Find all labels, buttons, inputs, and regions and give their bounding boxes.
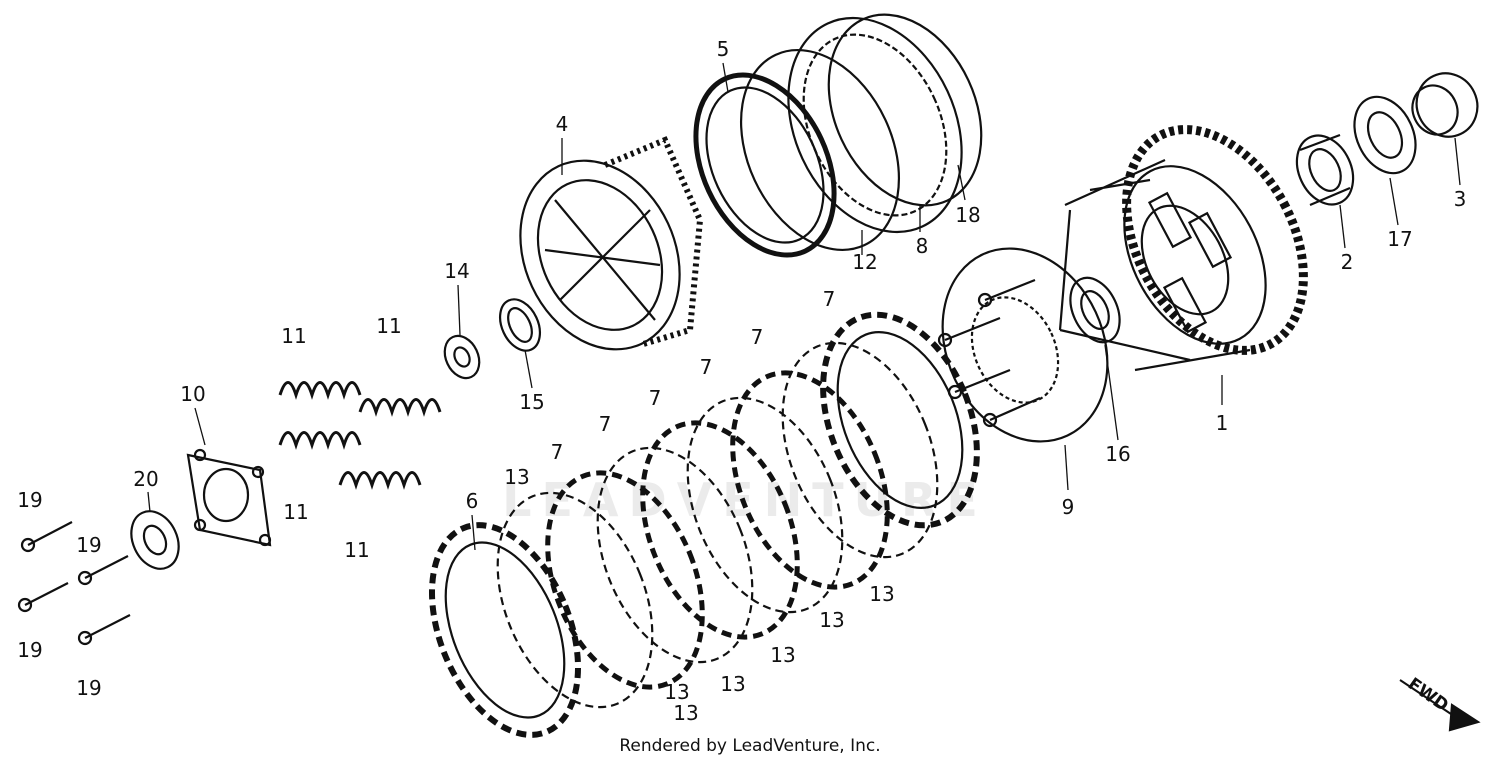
- callout-7[interactable]: 7: [750, 325, 764, 349]
- fwd-arrow: [1399, 679, 1481, 732]
- callout-11[interactable]: 11: [283, 500, 309, 524]
- callout-13[interactable]: 13: [664, 680, 690, 704]
- ring-5-part: [693, 72, 837, 258]
- callout-16[interactable]: 16: [1105, 442, 1131, 466]
- judder-ring-18-part: [827, 13, 983, 207]
- judder-spring-12-part: [739, 48, 901, 252]
- pressure-plate-part: [937, 247, 1109, 443]
- washer-15-part: [498, 298, 542, 352]
- callout-18[interactable]: 18: [955, 203, 981, 227]
- leader-lines: [147, 62, 1461, 551]
- callout-13[interactable]: 13: [720, 672, 746, 696]
- lifter-plate-part: [186, 448, 272, 547]
- clutch-outer-part: [1058, 125, 1308, 372]
- callout-2[interactable]: 2: [1340, 250, 1354, 274]
- callout-19[interactable]: 19: [17, 488, 43, 512]
- callout-11[interactable]: 11: [376, 314, 402, 338]
- friction-plate-stack-part: [428, 311, 980, 738]
- watermark-text: LEADVENTURE: [502, 473, 988, 527]
- callout-13[interactable]: 13: [819, 608, 845, 632]
- callout-7[interactable]: 7: [648, 386, 662, 410]
- callout-13[interactable]: 13: [504, 465, 530, 489]
- callout-9[interactable]: 9: [1061, 495, 1075, 519]
- clutch-center-part: [519, 136, 704, 351]
- callout-1[interactable]: 1: [1215, 411, 1229, 435]
- callout-19[interactable]: 19: [76, 533, 102, 557]
- callout-17[interactable]: 17: [1387, 227, 1413, 251]
- callout-20[interactable]: 20: [133, 467, 159, 491]
- bolts-part: [17, 521, 131, 646]
- callout-11[interactable]: 11: [281, 324, 307, 348]
- callout-11[interactable]: 11: [344, 538, 370, 562]
- callout-7[interactable]: 7: [699, 355, 713, 379]
- callout-13[interactable]: 13: [770, 643, 796, 667]
- footer-credit: Rendered by LeadVenture, Inc.: [619, 736, 881, 756]
- callout-7[interactable]: 7: [550, 440, 564, 464]
- callout-7[interactable]: 7: [822, 287, 836, 311]
- thrust-washer-part: [1353, 95, 1417, 175]
- bearing-part: [130, 510, 180, 570]
- clutch-springs-part: [278, 381, 442, 490]
- callout-12[interactable]: 12: [852, 250, 878, 274]
- callout-19[interactable]: 19: [76, 676, 102, 700]
- callout-5[interactable]: 5: [716, 37, 730, 61]
- washer-16-part: [1069, 276, 1121, 344]
- callout-19[interactable]: 19: [17, 638, 43, 662]
- callout-14[interactable]: 14: [444, 259, 470, 283]
- bushing-part: [1411, 72, 1479, 138]
- callout-8[interactable]: 8: [915, 234, 929, 258]
- callout-4[interactable]: 4: [555, 112, 569, 136]
- callout-10[interactable]: 10: [180, 382, 206, 406]
- lock-nut-part: [443, 334, 481, 380]
- callout-3[interactable]: 3: [1453, 187, 1467, 211]
- callout-15[interactable]: 15: [519, 390, 545, 414]
- collar-part: [1295, 133, 1355, 207]
- callout-7[interactable]: 7: [598, 412, 612, 436]
- callout-6[interactable]: 6: [465, 489, 479, 513]
- callout-13[interactable]: 13: [869, 582, 895, 606]
- callout-13[interactable]: 13: [673, 701, 699, 725]
